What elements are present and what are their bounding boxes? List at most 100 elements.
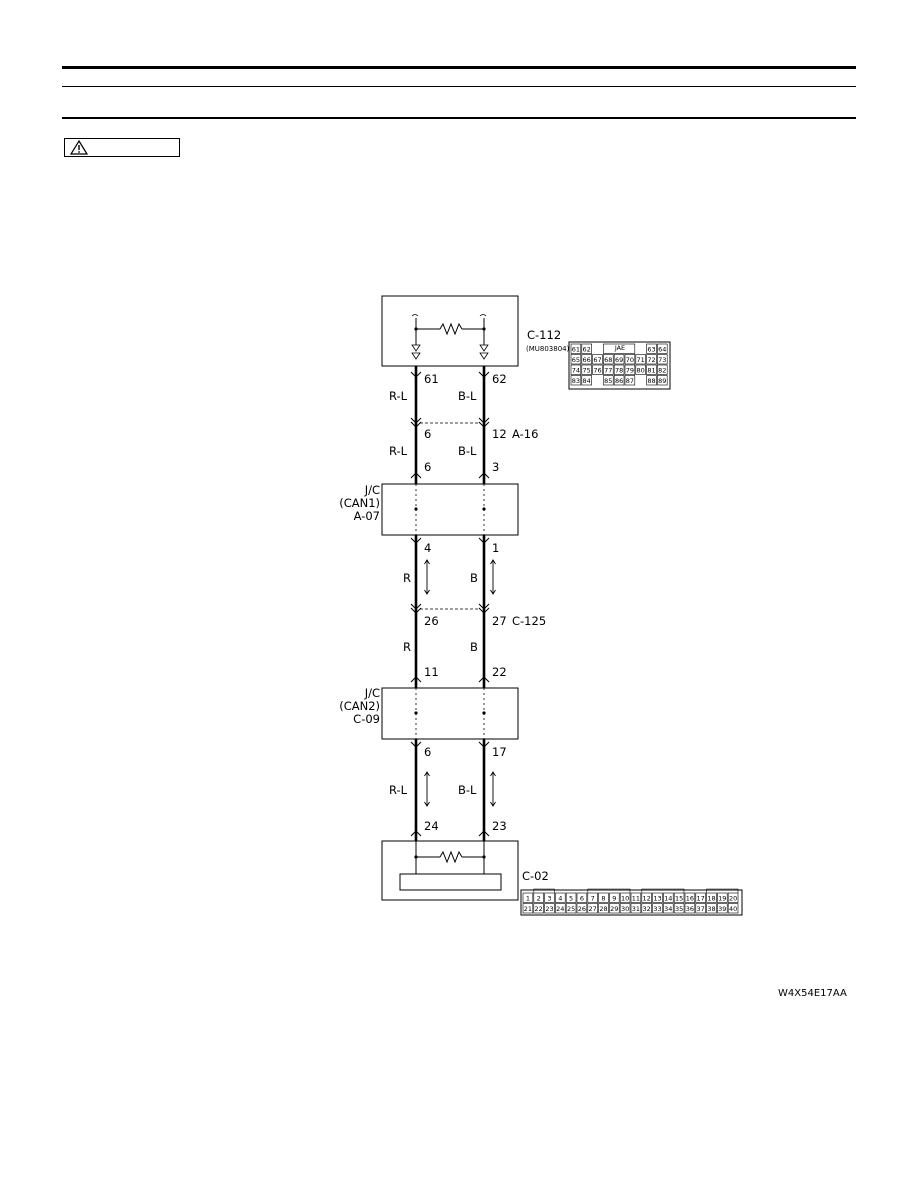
wire-color-left-5: R-L bbox=[389, 783, 408, 797]
jc-can1-label-3: A-07 bbox=[354, 509, 380, 523]
connector-pin-label: 11 bbox=[632, 895, 640, 903]
connector-cell bbox=[522, 903, 534, 914]
header-rule-bottom bbox=[62, 117, 856, 119]
connector-pin-label: 2 bbox=[537, 895, 541, 903]
connector-pin-label: 36 bbox=[686, 905, 694, 913]
connector-pin-label: 64 bbox=[658, 346, 666, 354]
wire-color-right-1: B-L bbox=[458, 389, 477, 403]
pin-can1-top-left: 6 bbox=[424, 460, 431, 474]
connector-cell bbox=[657, 364, 668, 375]
connector-pin-label: 84 bbox=[583, 377, 591, 385]
pin-can2-bottom-left: 6 bbox=[424, 745, 431, 759]
connector-cell bbox=[727, 892, 739, 903]
connector-pin-label: 28 bbox=[599, 905, 607, 913]
connector-pin-label: 69 bbox=[615, 356, 623, 364]
connector-cell bbox=[706, 903, 717, 914]
connector-cell bbox=[533, 903, 544, 914]
connector-chevrons bbox=[410, 371, 490, 837]
connector-cell bbox=[565, 903, 577, 914]
wire-color-left-3: R bbox=[403, 571, 411, 585]
connector-cell bbox=[565, 892, 577, 903]
connector-cell bbox=[570, 375, 582, 386]
connector-pin-label: 12 bbox=[643, 895, 651, 903]
connector-pin-label: 23 bbox=[545, 905, 553, 913]
resistor-icon bbox=[439, 850, 463, 864]
pin-can2-bottom-right: 17 bbox=[492, 745, 507, 759]
connector-pin-label: 71 bbox=[637, 356, 645, 364]
connector-cell bbox=[624, 354, 636, 365]
connector-pin-label: 19 bbox=[718, 895, 726, 903]
connector-cell bbox=[581, 375, 592, 386]
connector-cell bbox=[592, 364, 603, 375]
connector-cell bbox=[587, 903, 598, 914]
connector-pin-label: 89 bbox=[658, 377, 666, 385]
connector-cell bbox=[581, 354, 592, 365]
connector-pin-label: 14 bbox=[664, 895, 672, 903]
connector-pin-label: 21 bbox=[524, 905, 532, 913]
connector-cell bbox=[673, 903, 685, 914]
connector-pin-label: 32 bbox=[643, 905, 651, 913]
connector-pin-label: 70 bbox=[626, 356, 634, 364]
connector-pin-label: 9 bbox=[612, 895, 616, 903]
connector-cell bbox=[609, 892, 620, 903]
connector-pin-label: 73 bbox=[658, 356, 666, 364]
connector-cell bbox=[646, 375, 657, 386]
connector-pin-label: 8 bbox=[601, 895, 605, 903]
connector-pin-label: 35 bbox=[675, 905, 683, 913]
pin-c02-right: 23 bbox=[492, 819, 507, 833]
pin-a16-right: 12 bbox=[492, 427, 507, 441]
jc-can1-box bbox=[381, 483, 519, 536]
connector-cell bbox=[570, 343, 582, 354]
connector-cell bbox=[635, 364, 646, 375]
wire-color-left-4: R bbox=[403, 640, 411, 654]
connector-cell bbox=[613, 364, 625, 375]
connector-pin-label: 88 bbox=[647, 377, 655, 385]
connector-cell bbox=[673, 892, 685, 903]
connector-pin-label: 24 bbox=[556, 905, 564, 913]
wire-color-left-2: R-L bbox=[389, 444, 408, 458]
connector-cell bbox=[663, 903, 674, 914]
connector-latch bbox=[533, 888, 555, 893]
connector-pin-label: 87 bbox=[626, 377, 634, 385]
connector-pin-label: 7 bbox=[591, 895, 595, 903]
connector-cell bbox=[646, 354, 657, 365]
connector-pin-label: 13 bbox=[653, 895, 661, 903]
wire-color-left-1: R-L bbox=[389, 389, 408, 403]
connector-pin-label: 75 bbox=[583, 367, 591, 375]
connector-pin-label: 26 bbox=[578, 905, 586, 913]
connector-cell bbox=[619, 903, 631, 914]
connector-cell bbox=[570, 364, 582, 375]
jc-can1-label-2: (CAN1) bbox=[339, 496, 380, 510]
connector-pin-label: 30 bbox=[621, 905, 629, 913]
connector-key-box bbox=[603, 343, 636, 354]
connector-cell bbox=[576, 892, 588, 903]
connector-cell bbox=[570, 354, 582, 365]
connector-pin-label: 85 bbox=[604, 377, 612, 385]
connector-c112-part-number: (MU803804) bbox=[526, 345, 570, 353]
connector-cell bbox=[581, 364, 592, 375]
pin-a16-left: 6 bbox=[424, 427, 431, 441]
figure-code: W4X54E17AA bbox=[778, 988, 847, 999]
connector-cell bbox=[695, 903, 706, 914]
connector-cell bbox=[619, 892, 631, 903]
connector-pin-label: 79 bbox=[626, 367, 634, 375]
connector-cell bbox=[533, 892, 544, 903]
connector-c112-maker: JAE bbox=[614, 344, 625, 352]
connector-pin-label: 17 bbox=[697, 895, 705, 903]
connector-cell bbox=[695, 892, 706, 903]
connector-cell bbox=[603, 375, 614, 386]
connector-pin-label: 86 bbox=[615, 377, 623, 385]
connector-pin-label: 22 bbox=[535, 905, 543, 913]
warning-triangle-icon bbox=[69, 139, 89, 155]
connector-latch bbox=[706, 888, 739, 893]
connector-pin-label: 78 bbox=[615, 367, 623, 375]
connector-pin-label: 37 bbox=[697, 905, 705, 913]
connector-pin-label: 20 bbox=[729, 895, 737, 903]
connector-cell bbox=[657, 375, 668, 386]
pin-c112-right: 62 bbox=[492, 372, 507, 386]
connector-pin-label: 33 bbox=[653, 905, 661, 913]
caution-box bbox=[64, 138, 180, 157]
connector-cell bbox=[603, 354, 614, 365]
resistor-icon bbox=[439, 322, 463, 336]
connector-cell bbox=[727, 903, 739, 914]
